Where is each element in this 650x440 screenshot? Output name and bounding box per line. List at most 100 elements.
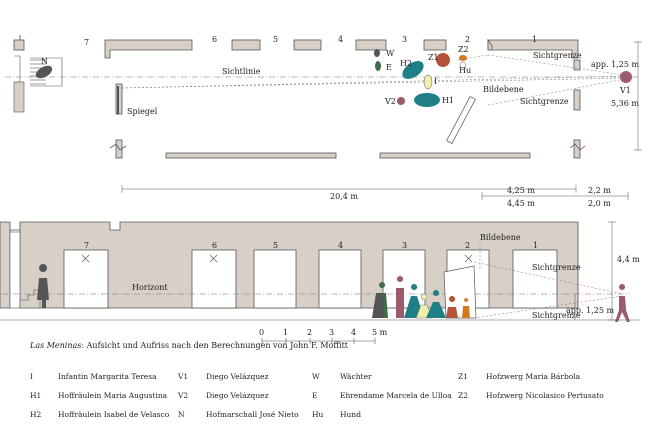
elevation-window-6 — [191, 249, 237, 309]
figure-v2-elev — [396, 276, 404, 318]
elev-window-label: 1 — [533, 241, 538, 250]
elev-window-label: 3 — [402, 241, 407, 250]
scale-tick: 2 — [307, 328, 312, 337]
plan-vertical-dimension — [634, 41, 642, 151]
spiegel-label: Spiegel — [127, 107, 158, 116]
label-v1: V1 — [619, 86, 631, 95]
elev-sichtgrenze-bottom: Sichtgrenze — [532, 311, 581, 320]
scale-tick: 0 — [259, 328, 264, 337]
elevation-window-1 — [512, 249, 558, 309]
elevation: 7 6 5 4 3 2 1 — [0, 221, 640, 322]
plan-top-wall — [13, 35, 579, 59]
plan-window-label: 6 — [212, 35, 217, 44]
elevation-window-7 — [63, 249, 109, 309]
canvas-elevation — [443, 265, 477, 319]
elevation-window-4 — [318, 249, 362, 309]
elevation-sight-cone — [473, 243, 623, 319]
dim-d1: 4,25 m — [507, 186, 535, 195]
dim-total: 20,4 m — [330, 192, 358, 201]
figure-e-plan — [375, 61, 381, 71]
scale-tick: 5 m — [372, 328, 388, 337]
figure-n-plan — [35, 65, 53, 79]
painting-marks — [81, 254, 473, 263]
elev-sichtgrenze-top: Sichtgrenze — [532, 263, 581, 272]
label-w: W — [386, 49, 395, 58]
elevation-figures — [37, 264, 630, 322]
figure-n-elev — [37, 264, 49, 308]
sichtgrenze-top-label: Sichtgrenze — [533, 51, 582, 60]
floor-plan: 7 6 5 4 3 2 1 Sichtlinie Sichtgrenze Sic… — [5, 35, 642, 208]
dim-d3: 2,2 m — [588, 186, 611, 195]
caption-title: Las Meninas — [30, 341, 82, 350]
plan-dimensions — [121, 185, 629, 200]
figure-caption: Las Meninas: Aufsicht und Aufriss nach d… — [30, 340, 360, 351]
figure-v2-plan — [397, 97, 405, 105]
figure-h1-plan — [414, 93, 440, 107]
break-mark — [109, 143, 127, 151]
sichtgrenze-bottom-label: Sichtgrenze — [520, 97, 569, 106]
dim-d2: 4,45 m — [507, 199, 535, 208]
figure-z1-elev — [446, 296, 458, 318]
figure-z2-plan — [459, 55, 467, 61]
label-i: I — [434, 77, 437, 86]
scale-tick: 3 — [329, 328, 334, 337]
label-z2: Z2 — [458, 45, 469, 54]
elev-window-label: 6 — [212, 241, 217, 250]
figure-w-plan — [374, 49, 380, 57]
label-e: E — [386, 63, 392, 72]
caption-text: : Aufsicht und Aufriss nach den Berechnu… — [81, 341, 349, 350]
scale-tick: 1 — [283, 328, 288, 337]
figure-v1-elev — [615, 284, 630, 322]
horizont-label: Horizont — [132, 283, 168, 292]
label-v2: V2 — [384, 97, 396, 106]
figure-i-plan — [423, 74, 433, 90]
elev-window-label: 7 — [84, 241, 89, 250]
plan-window-label: 1 — [532, 35, 537, 44]
elev-window-label: 4 — [338, 241, 343, 250]
plan-height-note: app. 1,25 m — [591, 60, 639, 69]
plan-width-note: 5,36 m — [611, 99, 639, 108]
plan-window-label: 4 — [338, 35, 343, 44]
break-mark — [569, 143, 586, 151]
label-z1: Z1 — [428, 53, 439, 62]
bildebene-label: Bildebene — [483, 85, 524, 94]
elev-window-label: 2 — [465, 241, 470, 250]
plan-window-label: 5 — [273, 35, 278, 44]
figure-h2-plan — [402, 61, 424, 79]
figure-v1-plan — [620, 71, 632, 83]
elev-height-note: app. 1,25 m — [566, 306, 614, 315]
plan-window-label: 7 — [84, 38, 89, 47]
figure-e-elev — [372, 293, 384, 318]
plan-labels: 7 6 5 4 3 2 1 Sichtlinie Sichtgrenze Sic… — [41, 35, 639, 116]
elev-room-height: 4,4 m — [617, 255, 640, 264]
staircase — [13, 55, 63, 113]
elevation-stairs — [9, 231, 41, 309]
elevation-window-5 — [253, 249, 297, 309]
figure-z2-elev — [462, 298, 470, 318]
figure-z1-plan — [436, 53, 450, 67]
plan-window-label: 3 — [402, 35, 407, 44]
figure-h1-elev — [426, 290, 446, 318]
sichtlinie-label: Sichtlinie — [222, 67, 261, 76]
scale-bar — [261, 338, 376, 344]
scale-tick: 4 — [351, 328, 356, 337]
label-n: N — [41, 57, 48, 66]
elev-window-label: 5 — [273, 241, 278, 250]
dim-d4: 2,0 m — [588, 199, 611, 208]
label-h1: H1 — [442, 96, 454, 105]
figure-h2-elev — [404, 284, 424, 318]
plan-window-label: 2 — [465, 35, 470, 44]
